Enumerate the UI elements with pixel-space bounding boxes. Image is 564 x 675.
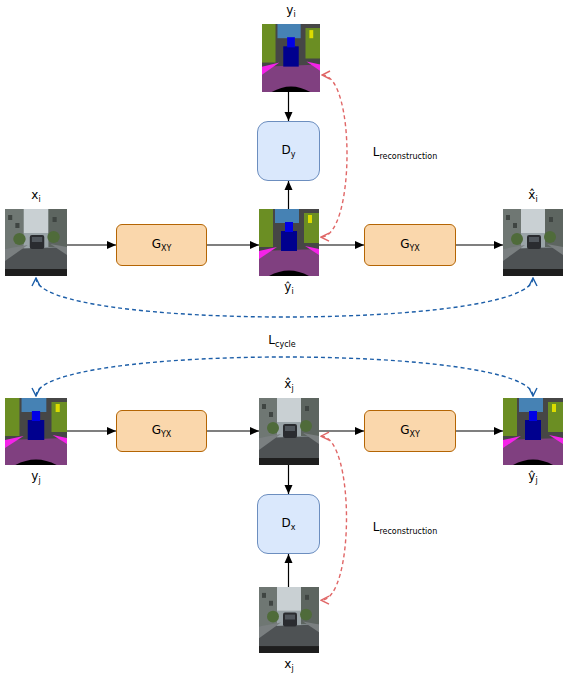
source-image: xi [5,209,67,276]
loss-label: Lcycle [266,333,297,350]
generator-label: GXY [400,423,420,440]
flow-arrow [67,430,116,431]
discriminator-label: Dy [282,143,296,160]
segmentation-image [259,209,319,276]
flow-arrow [207,430,259,431]
segmentation-image [503,398,563,465]
segmentation-image [5,398,67,465]
generator-label: GYX [152,423,172,440]
flow-arrow [456,244,503,245]
loss-label: Lreconstruction [371,145,439,162]
image-label: ŷi [284,280,293,297]
street-photo [5,209,67,276]
flow-arrow [288,92,289,121]
reconstructed-image: x̂i [503,209,563,276]
target-image: yi [262,24,320,92]
cycle-loss-link [36,357,533,396]
image-label: yj [31,469,40,486]
discriminator-box: Dy [257,121,320,181]
street-photo [259,587,319,653]
generator-label: GYX [400,237,420,254]
discriminator-label: Dx [282,516,296,533]
flow-arrow [456,430,503,431]
generated-image: x̂j [259,398,319,465]
flow-arrow [319,430,364,431]
flow-arrow [67,244,116,245]
reconstructed-image: ŷj [503,398,563,465]
flow-arrow [319,244,364,245]
discriminator-box: Dx [257,494,320,554]
image-label: x̂i [528,188,537,205]
segmentation-image [262,24,320,92]
generator-label: GXY [152,237,172,254]
generator-box: GXY [116,224,207,266]
image-label: x̂j [284,377,293,394]
image-label: ŷj [528,469,537,486]
flow-arrow [288,465,289,494]
generated-image: ŷi [259,209,319,276]
generator-box: GYX [364,224,456,266]
cycle-loss-link [36,278,533,317]
image-label: xi [31,188,40,205]
source-image: yj [5,398,67,465]
street-photo [259,398,319,465]
image-label: xj [284,657,293,674]
loss-label: Lreconstruction [371,520,439,537]
image-label: yi [286,3,295,20]
flow-arrow [288,554,289,587]
flow-arrow [207,244,259,245]
generator-box: GYX [116,410,207,452]
reconstruction-loss-link [321,436,347,600]
target-image: xj [259,587,319,653]
generator-box: GXY [364,410,456,452]
street-photo [503,209,563,276]
flow-arrow [288,181,289,209]
reconstruction-loss-link [321,75,347,237]
